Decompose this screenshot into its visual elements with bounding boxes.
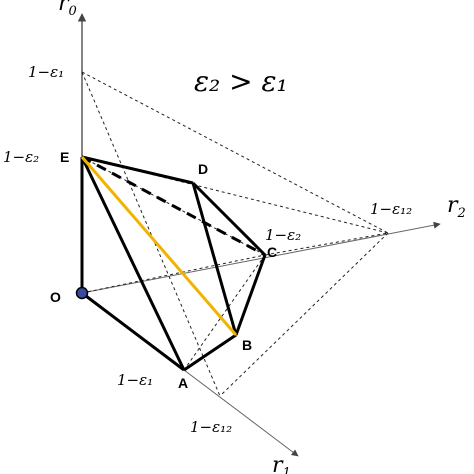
polytope-edges xyxy=(80,155,267,372)
point-O-label: O xyxy=(50,289,61,305)
point-D-label: D xyxy=(198,161,208,177)
tick-r2-C: 1−ε₂ xyxy=(265,226,301,244)
point-B-label: B xyxy=(242,337,252,353)
axis-r1-label: r1 xyxy=(272,453,291,474)
tick-r2-far: 1−ε₁₂ xyxy=(370,200,412,218)
point-E-label: E xyxy=(60,149,69,165)
tick-r1-far: 1−ε₁₂ xyxy=(190,418,232,436)
axis-r0-label: r0 xyxy=(58,0,77,19)
edge-E-B-highlight xyxy=(80,156,238,336)
origin-point xyxy=(75,286,89,300)
tick-r0-E: 1−ε₂ xyxy=(3,148,39,166)
tick-r0-top: 1−ε₁ xyxy=(28,63,64,81)
point-A-label: A xyxy=(178,375,188,391)
edge-E-C-dashed xyxy=(81,155,266,257)
dotted-guides xyxy=(81,71,389,397)
point-C-label: C xyxy=(267,244,277,260)
inequality-label: ε₂ > ε₁ xyxy=(194,65,288,98)
axis-r2-label: r2 xyxy=(447,193,466,221)
tick-r1-A: 1−ε₁ xyxy=(117,371,153,389)
